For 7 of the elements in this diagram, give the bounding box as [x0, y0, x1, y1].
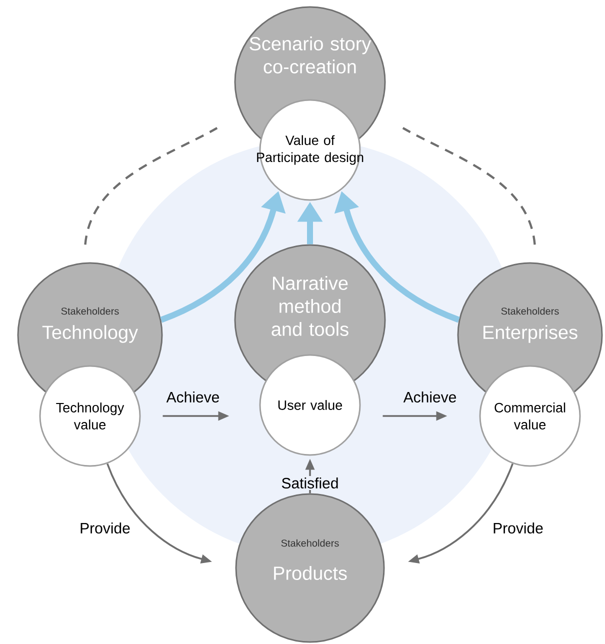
- edge-label: Achieve: [402, 390, 458, 404]
- dashed-arc: [84, 127, 218, 245]
- edge-label: Provide: [491, 520, 545, 535]
- dashed-arc: [402, 127, 536, 245]
- edge-label: Achieve: [164, 390, 222, 404]
- edge-label: Provide: [78, 520, 132, 535]
- edge-label: Satisfied: [280, 476, 340, 490]
